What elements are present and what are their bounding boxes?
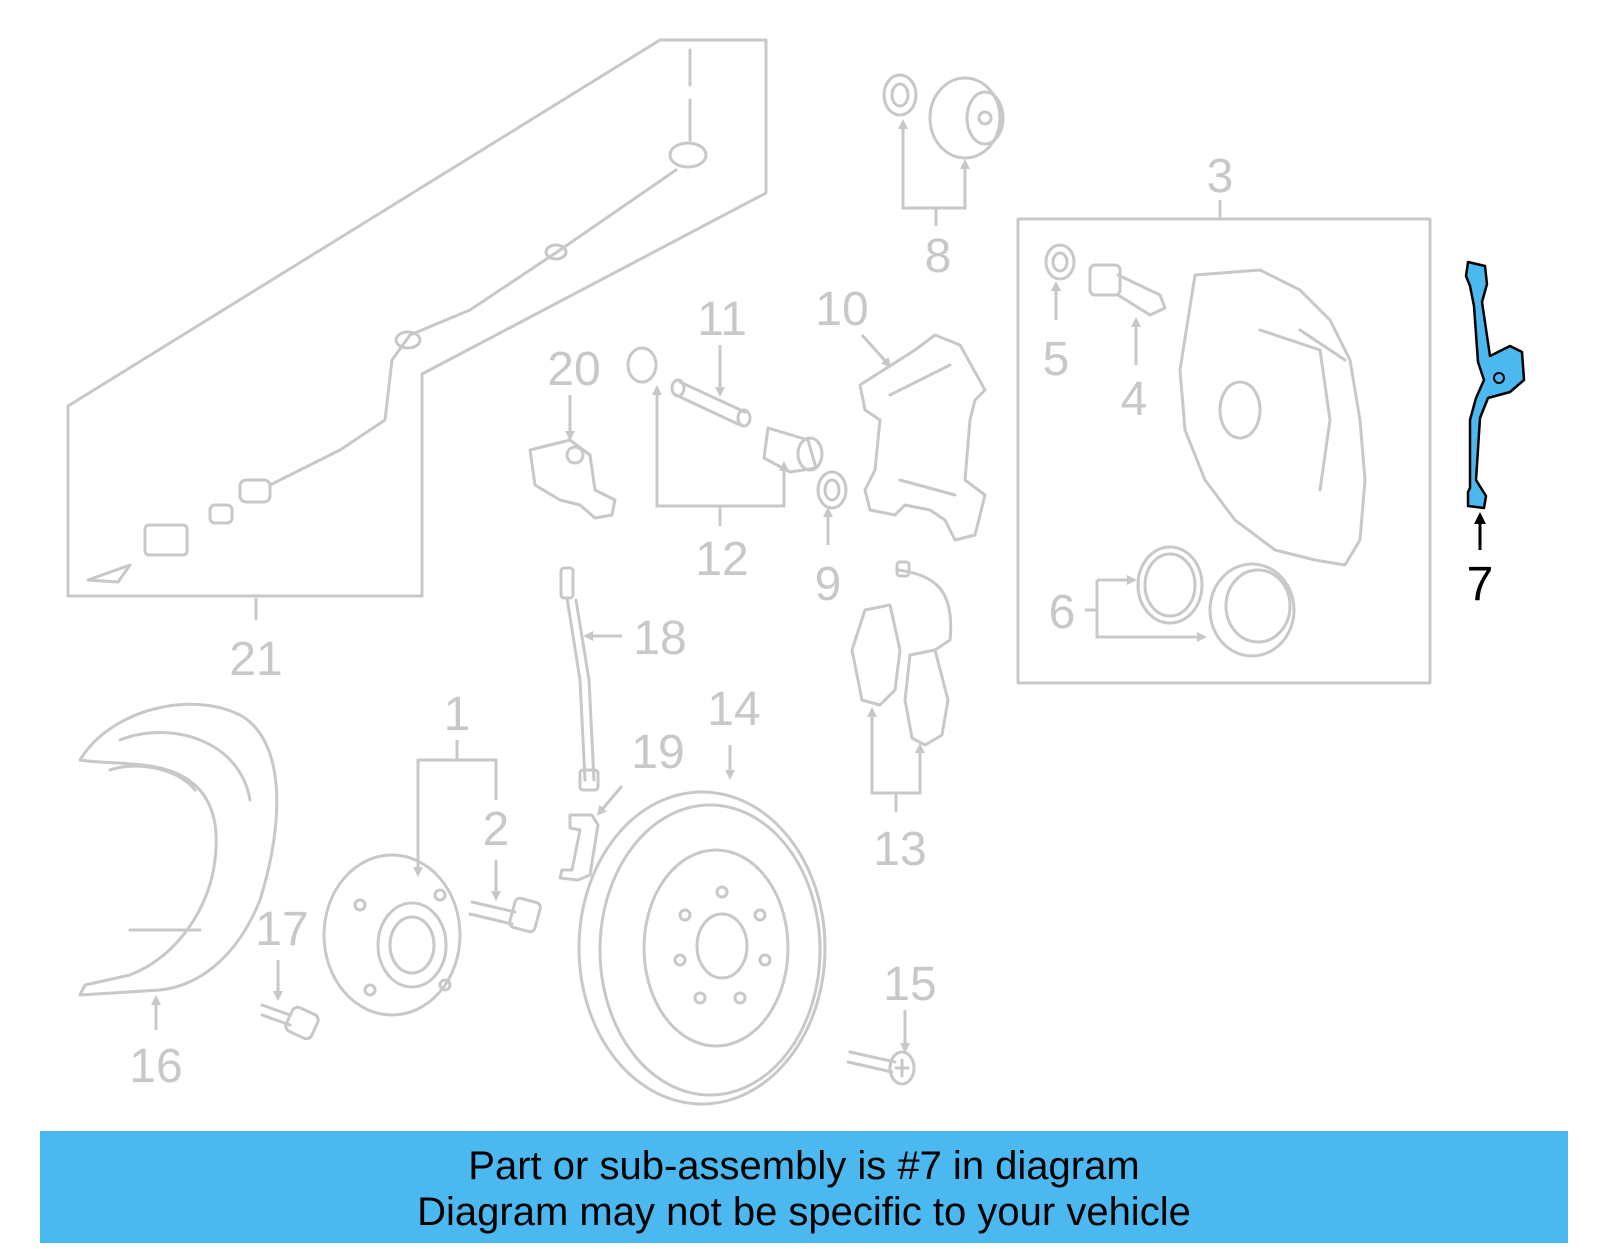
callout-21-label: 21 [229, 633, 282, 686]
callout-12: 12 [652, 385, 789, 586]
callout-19-label: 19 [631, 726, 684, 779]
part-2-hub-bolt [468, 896, 542, 934]
callout-2: 2 [483, 803, 510, 901]
callout-10-label: 10 [815, 283, 868, 336]
callout-13-label: 13 [873, 823, 926, 876]
callout-18-label: 18 [633, 612, 686, 665]
callout-12-label: 12 [695, 533, 748, 586]
callout-16-label: 16 [129, 1040, 182, 1093]
callout-18: 18 [583, 612, 687, 665]
callout-10: 10 [815, 283, 892, 368]
callout-7: 7 [1467, 512, 1494, 611]
callout-4: 4 [1121, 317, 1148, 426]
part-7-anti-rattle-spring [1464, 260, 1526, 510]
banner-line-2: Diagram may not be specific to your vehi… [417, 1190, 1191, 1234]
callout-14: 14 [707, 683, 761, 780]
callout-16: 16 [129, 995, 183, 1093]
callout-17-label: 17 [255, 903, 308, 956]
callout-15: 15 [883, 958, 937, 1053]
part-13-brake-pads [850, 560, 953, 747]
part-17-bolt [260, 1003, 320, 1041]
part-8-bushing [882, 73, 1005, 160]
part-18-brake-hose [559, 566, 600, 792]
part-11-guide-pin [626, 346, 752, 428]
callout-1-label: 1 [444, 688, 471, 741]
callout-20-label: 20 [547, 343, 600, 396]
part-14-brake-rotor [577, 790, 827, 1106]
callout-20: 20 [547, 343, 601, 441]
callout-21: 21 [229, 598, 283, 686]
callout-5: 5 [1043, 281, 1070, 386]
callout-15-label: 15 [883, 958, 936, 1011]
part-16-splash-shield [78, 702, 279, 997]
callout-6: 6 [1049, 575, 1207, 642]
callout-2-label: 2 [483, 803, 510, 856]
callout-13: 13 [867, 707, 927, 876]
banner-line-1: Part or sub-assembly is #7 in diagram [468, 1144, 1140, 1188]
part-10-caliper-bracket [858, 333, 987, 542]
callout-11: 11 [697, 293, 747, 397]
part-3-caliper-group [1016, 217, 1432, 685]
callout-9-label: 9 [815, 558, 842, 611]
part-21-speed-sensor-panel [66, 38, 768, 598]
callout-8: 8 [898, 119, 970, 283]
callout-7-label: 7 [1467, 558, 1494, 611]
callout-8-label: 8 [925, 230, 952, 283]
callout-14-label: 14 [707, 683, 760, 736]
callout-9: 9 [815, 507, 842, 611]
callout-4-label: 4 [1121, 373, 1148, 426]
part-1-wheel-hub [322, 853, 462, 1017]
callout-3-label: 3 [1207, 150, 1234, 203]
info-banner: Part or sub-assembly is #7 in diagram Di… [40, 1131, 1568, 1243]
callout-5-label: 5 [1043, 333, 1070, 386]
part-19-bracket [558, 813, 600, 882]
callout-11-label: 11 [697, 293, 747, 346]
callout-1: 1 [413, 688, 498, 877]
part-20-sensor [528, 438, 617, 520]
part-15-screw [846, 1050, 916, 1086]
part-9-seal [816, 470, 848, 510]
callout-6-label: 6 [1049, 586, 1076, 639]
callout-3: 3 [1207, 150, 1234, 219]
callout-19: 19 [596, 726, 685, 816]
part-12-boot [762, 426, 824, 474]
callout-17: 17 [255, 903, 309, 1001]
